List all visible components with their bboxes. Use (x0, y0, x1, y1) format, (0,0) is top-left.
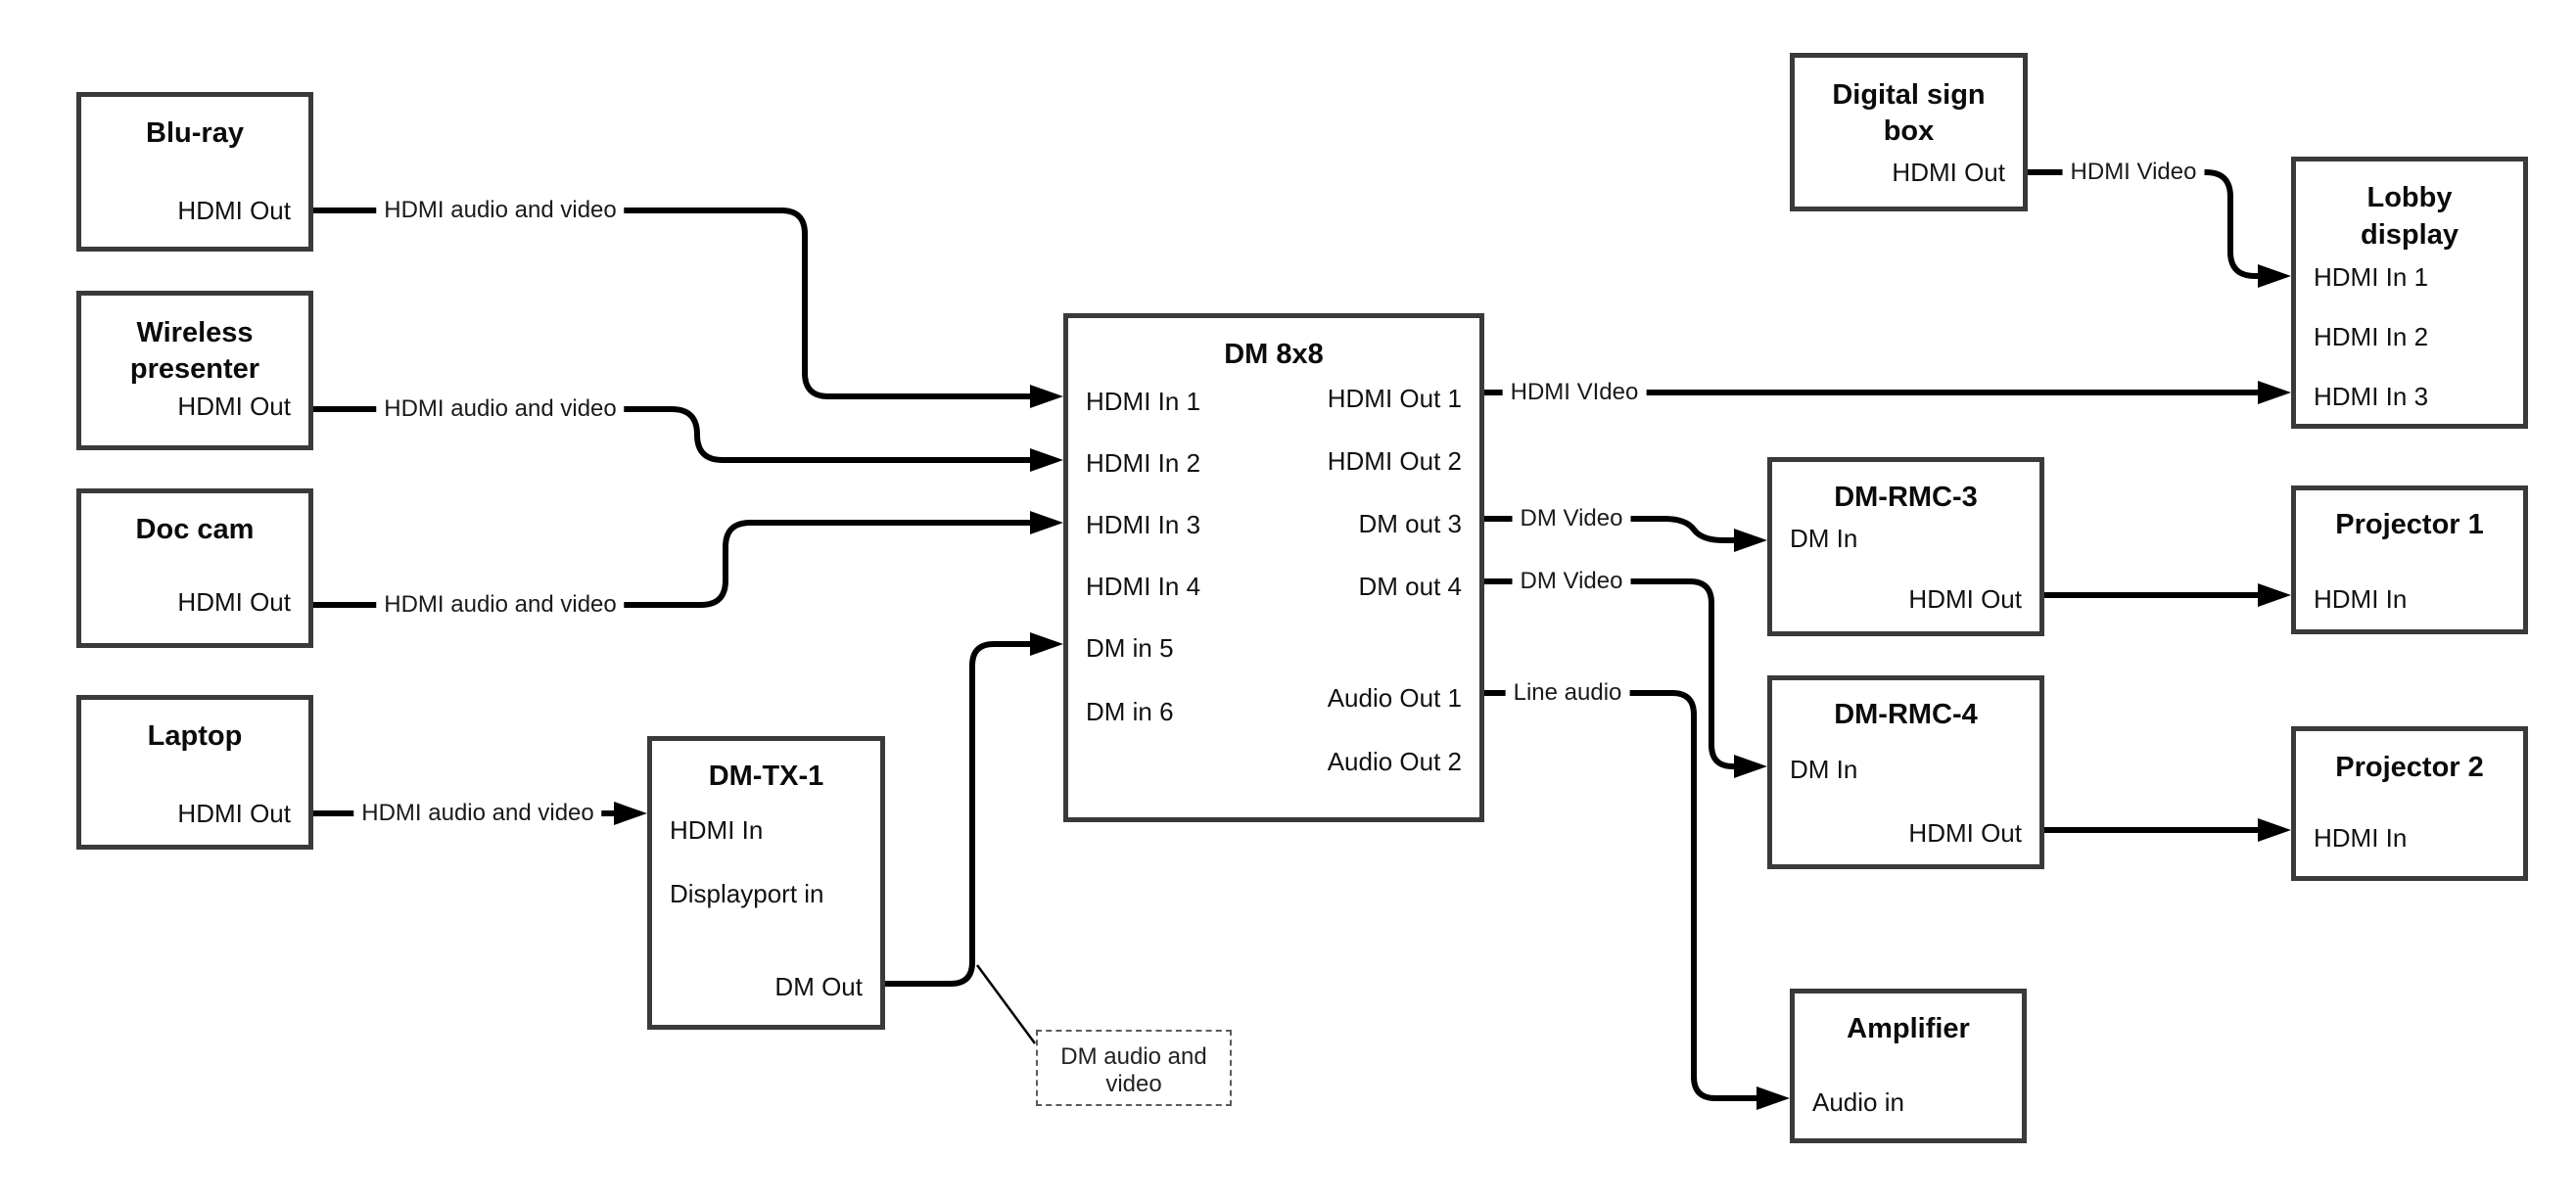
connector-label-dm8x8-audioout1-to-amplifier: Line audio (1505, 679, 1630, 707)
port-dm-8x8-dm-in-6: DM in 6 (1086, 697, 1174, 726)
note-text-line: video (1105, 1071, 1162, 1097)
port-projector-1-hdmi-in: HDMI In (2314, 584, 2408, 614)
port-dm-rmc-3-dm-in: DM In (1790, 524, 1858, 553)
connector-label-blu-ray-to-dm8x8-in1: HDMI audio and video (376, 197, 625, 224)
node-title-digital-sign-box: Digital sign (1832, 79, 1986, 111)
node-title-laptop: Laptop (147, 720, 243, 752)
port-dm-8x8-hdmi-in-4: HDMI In 4 (1086, 572, 1201, 601)
connector-dm8x8-out3-to-dmrmc3 (1484, 516, 1767, 552)
node-title-blu-ray: Blu-ray (146, 117, 244, 149)
connector-digital-sign-to-lobby-in1 (2028, 169, 2291, 288)
connector-dm8x8-out4-to-dmrmc4 (1484, 578, 1767, 778)
node-title-dm-rmc-4: DM-RMC-4 (1834, 699, 1978, 730)
node-title-projector-1: Projector 1 (2335, 509, 2484, 540)
port-dm-8x8-hdmi-in-2: HDMI In 2 (1086, 448, 1201, 478)
port-doc-cam-hdmi-out: HDMI Out (177, 587, 291, 617)
port-laptop-hdmi-out: HDMI Out (177, 799, 291, 828)
port-dm-8x8-dm-out-3: DM out 3 (1358, 509, 1463, 538)
node-title-amplifier: Amplifier (1847, 1013, 1970, 1044)
port-projector-2-hdmi-in: HDMI In (2314, 823, 2408, 853)
port-dm-tx-1-dm-out: DM Out (774, 972, 863, 1001)
node-title-dm-tx-1: DM-TX-1 (708, 761, 824, 792)
node-title-projector-2: Projector 2 (2335, 752, 2484, 783)
port-blu-ray-hdmi-out: HDMI Out (177, 196, 291, 225)
connector-label-dm8x8-out3-to-dmrmc3: DM Video (1512, 505, 1631, 532)
port-dm-rmc-4-dm-in: DM In (1790, 755, 1858, 784)
connector-label-wireless-to-dm8x8-in2: HDMI audio and video (376, 395, 625, 423)
port-dm-8x8-audio-out-2: Audio Out 2 (1327, 747, 1462, 776)
connector-label-dm8x8-out4-to-dmrmc4: DM Video (1512, 568, 1631, 595)
connector-blu-ray-to-dm8x8-in1 (313, 208, 1063, 408)
node-title-dm-rmc-3: DM-RMC-3 (1834, 482, 1978, 513)
port-amplifier-audio-in: Audio in (1812, 1087, 1904, 1117)
node-title-wireless-presenter: presenter (129, 353, 260, 385)
port-lobby-display-hdmi-in-1: HDMI In 1 (2314, 262, 2429, 292)
connector-dmtx1-dmout-to-dm8x8-in5 (885, 632, 1063, 987)
node-projector-2: Projector 2 HDMI In (2291, 726, 2528, 881)
node-title-lobby-display: Lobby (2366, 182, 2453, 213)
port-lobby-display-hdmi-in-2: HDMI In 2 (2314, 322, 2429, 351)
port-dm-8x8-hdmi-in-1: HDMI In 1 (1086, 387, 1201, 416)
port-dm-8x8-hdmi-out-2: HDMI Out 2 (1327, 446, 1462, 476)
connector-label-dm8x8-out1-to-lobby-in3: HDMI VIdeo (1502, 379, 1647, 406)
connector-label-doc-cam-to-dm8x8-in3: HDMI audio and video (376, 591, 625, 619)
port-wireless-presenter-hdmi-out: HDMI Out (177, 392, 291, 421)
connector-label-laptop-to-dmtx1-hdmi-in: HDMI audio and video (353, 800, 602, 827)
port-dm-8x8-audio-out-1: Audio Out 1 (1327, 683, 1462, 713)
connector-note-leader-line (975, 964, 1037, 1044)
connector-label-digital-sign-to-lobby-in1: HDMI Video (2062, 159, 2205, 186)
port-dm-rmc-4-hdmi-out: HDMI Out (1908, 818, 2022, 848)
node-title-dm-8x8: DM 8x8 (1224, 339, 1324, 370)
port-dm-8x8-hdmi-out-1: HDMI Out 1 (1327, 384, 1462, 413)
port-dm-8x8-dm-out-4: DM out 4 (1358, 572, 1463, 601)
node-title-lobby-display: display (2361, 219, 2459, 251)
port-dm-tx-1-hdmi-in: HDMI In (670, 815, 764, 845)
note-text-line: DM audio and (1060, 1043, 1207, 1070)
port-digital-sign-box-hdmi-out: HDMI Out (1892, 158, 2005, 187)
connector-wireless-to-dm8x8-in2 (313, 406, 1063, 472)
port-lobby-display-hdmi-in-3: HDMI In 3 (2314, 382, 2429, 411)
node-dm-rmc-3: DM-RMC-3 DM In HDMI Out (1767, 457, 2044, 636)
port-dm-8x8-hdmi-in-3: HDMI In 3 (1086, 510, 1201, 539)
port-dm-tx-1-displayport-in: Displayport in (670, 879, 824, 908)
node-title-doc-cam: Doc cam (135, 514, 255, 545)
port-dm-rmc-3-hdmi-out: HDMI Out (1908, 584, 2022, 614)
node-projector-1: Projector 1 HDMI In (2291, 485, 2528, 634)
connector-dm8x8-audioout1-to-amplifier (1484, 690, 1790, 1110)
port-dm-8x8-dm-in-5: DM in 5 (1086, 633, 1174, 663)
node-dm-rmc-4: DM-RMC-4 DM In HDMI Out (1767, 675, 2044, 869)
connector-doc-cam-to-dm8x8-in3 (313, 511, 1063, 608)
node-title-wireless-presenter: Wireless (136, 317, 254, 348)
node-title-digital-sign-box: box (1883, 115, 1935, 147)
